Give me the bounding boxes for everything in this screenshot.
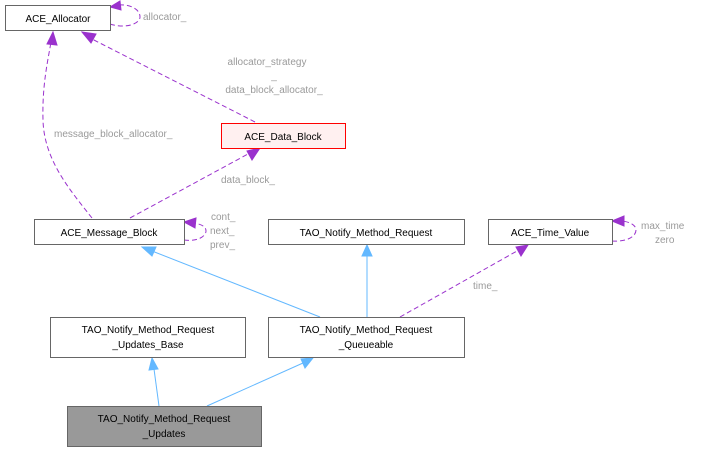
label-time-value-zero: zero bbox=[655, 235, 675, 246]
edge-allocator-self bbox=[109, 4, 141, 27]
label-time: time_ bbox=[473, 281, 498, 292]
label-allocator-self: allocator_ bbox=[143, 12, 187, 23]
edge-message-block-to-data-block bbox=[129, 153, 249, 219]
node-updates-base[interactable]: TAO_Notify_Method_Request _Updates_Base bbox=[50, 317, 246, 358]
node-updates-label-2: _Updates bbox=[142, 429, 186, 440]
arrow-queueable-to-time-value bbox=[515, 244, 530, 257]
node-queueable-label-2: _Queueable bbox=[338, 340, 394, 351]
arrow-updates-to-queueable bbox=[300, 357, 315, 369]
label-message-block-prev: prev_ bbox=[210, 240, 235, 251]
arrow-updates-to-updates-base bbox=[148, 356, 159, 371]
arrow-time-value-self bbox=[610, 215, 625, 227]
edge-updates-to-queueable bbox=[206, 362, 304, 407]
node-queueable-box bbox=[268, 317, 465, 358]
node-updates-base-label-1: TAO_Notify_Method_Request bbox=[82, 325, 215, 336]
node-updates-box bbox=[67, 406, 262, 447]
node-updates-base-box bbox=[50, 317, 246, 358]
arrow-queueable-to-method-request bbox=[361, 243, 373, 257]
edge-data-block-to-allocator bbox=[91, 38, 256, 123]
node-ace-data-block-box bbox=[221, 123, 346, 149]
node-ace-time-value-label: ACE_Time_Value bbox=[511, 228, 590, 239]
label-message-block-allocator: message_block_allocator_ bbox=[54, 129, 173, 140]
edge-queueable-to-message-block bbox=[151, 250, 321, 318]
label-data-block-allocator-3: data_block_allocator_ bbox=[225, 85, 323, 96]
label-data-block-allocator-1: allocator_strategy bbox=[228, 57, 307, 68]
label-data-block-allocator-2: _ bbox=[270, 71, 277, 82]
node-updates-label-1: TAO_Notify_Method_Request bbox=[98, 414, 231, 425]
label-time-value-max-time: max_time bbox=[641, 221, 685, 232]
edge-time-value-self bbox=[611, 220, 637, 242]
arrow-message-block-self bbox=[182, 217, 197, 229]
node-ace-allocator[interactable]: ACE_Allocator bbox=[5, 5, 111, 31]
edge-queueable-to-time-value bbox=[399, 250, 518, 318]
arrow-allocator-self bbox=[108, 0, 122, 11]
node-ace-allocator-box bbox=[5, 5, 111, 31]
arrow-data-block-to-allocator bbox=[80, 31, 97, 44]
node-updates-current[interactable]: TAO_Notify_Method_Request _Updates bbox=[67, 406, 262, 447]
edge-message-block-to-allocator bbox=[42, 41, 93, 219]
arrow-message-block-to-data-block bbox=[246, 147, 262, 161]
edge-message-block-self bbox=[183, 222, 207, 241]
node-tao-notify-method-request[interactable]: TAO_Notify_Method_Request bbox=[268, 219, 465, 245]
node-tao-notify-method-request-box bbox=[268, 219, 465, 245]
node-tao-notify-method-request-label: TAO_Notify_Method_Request bbox=[300, 228, 433, 239]
node-queueable-label-1: TAO_Notify_Method_Request bbox=[300, 325, 433, 336]
node-ace-message-block[interactable]: ACE_Message_Block bbox=[34, 219, 185, 245]
label-message-block-next: next_ bbox=[210, 226, 235, 237]
arrow-message-block-to-allocator bbox=[46, 30, 58, 46]
node-ace-data-block-label: ACE_Data_Block bbox=[244, 132, 322, 143]
label-message-block-cont: cont_ bbox=[211, 212, 236, 223]
node-ace-message-block-box bbox=[34, 219, 185, 245]
label-data-block: data_block_ bbox=[221, 175, 275, 186]
node-queueable[interactable]: TAO_Notify_Method_Request _Queueable bbox=[268, 317, 465, 358]
edge-updates-to-updates-base bbox=[153, 368, 160, 407]
arrow-queueable-to-message-block bbox=[140, 246, 157, 257]
node-ace-allocator-label: ACE_Allocator bbox=[25, 14, 91, 25]
node-ace-time-value-box bbox=[488, 219, 613, 245]
node-ace-data-block[interactable]: ACE_Data_Block bbox=[221, 123, 346, 149]
node-ace-message-block-label: ACE_Message_Block bbox=[61, 228, 159, 239]
node-updates-base-label-2: _Updates_Base bbox=[111, 340, 184, 351]
node-ace-time-value[interactable]: ACE_Time_Value bbox=[488, 219, 613, 245]
